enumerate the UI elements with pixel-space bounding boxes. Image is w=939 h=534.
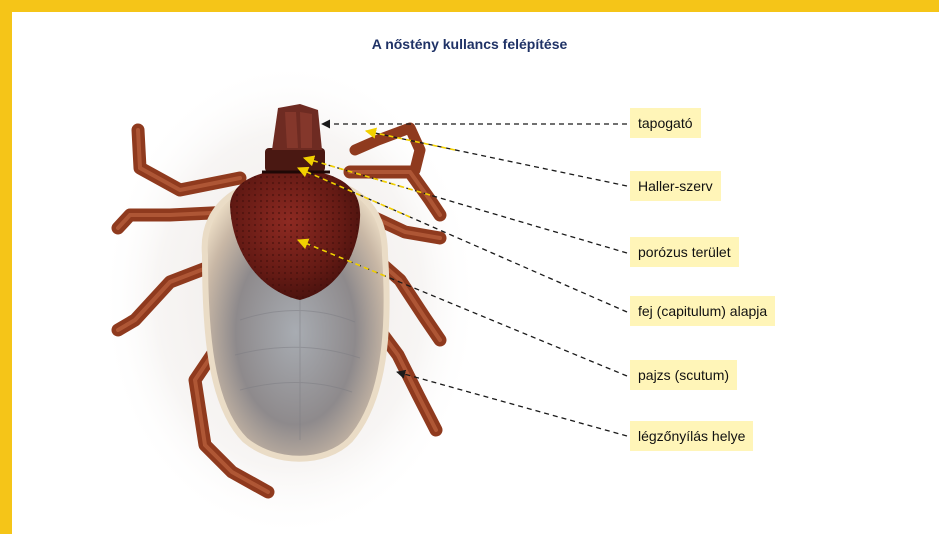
label-scutum: pajzs (scutum) <box>630 360 737 390</box>
label-porozus-terulet: porózus terület <box>630 237 739 267</box>
label-legzonyilas: légzőnyílás helye <box>630 421 753 451</box>
capitulum-base-shape <box>265 148 325 172</box>
label-capitulum-alapja: fej (capitulum) alapja <box>630 296 775 326</box>
label-haller-szerv: Haller-szerv <box>630 171 721 201</box>
label-tapogato: tapogató <box>630 108 701 138</box>
